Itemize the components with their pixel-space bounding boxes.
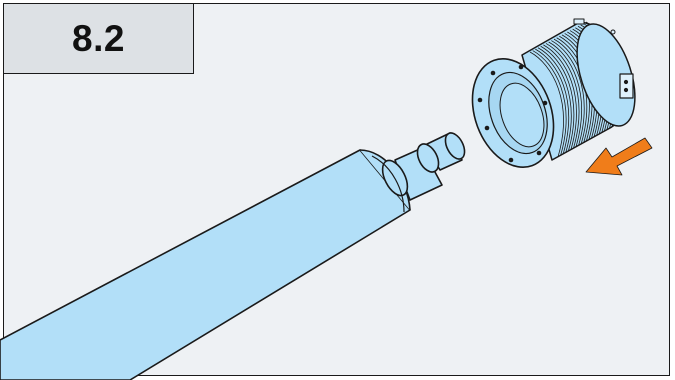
slide-direction-arrow-icon	[585, 137, 653, 176]
housing-rib	[529, 51, 564, 158]
step-number: 8.2	[72, 17, 125, 59]
housing-rib	[543, 44, 577, 150]
drum-motor-housing-icon	[471, 18, 636, 169]
housing-rib	[532, 50, 567, 156]
housing-rib	[537, 47, 572, 153]
housing-rib	[548, 41, 582, 148]
housing-rib	[551, 40, 585, 146]
housing-rib	[540, 45, 575, 152]
shaft-icon	[0, 132, 466, 380]
housing-rib	[535, 48, 570, 155]
step-number-box: 8.2	[4, 4, 194, 74]
housing-rib	[545, 43, 580, 149]
